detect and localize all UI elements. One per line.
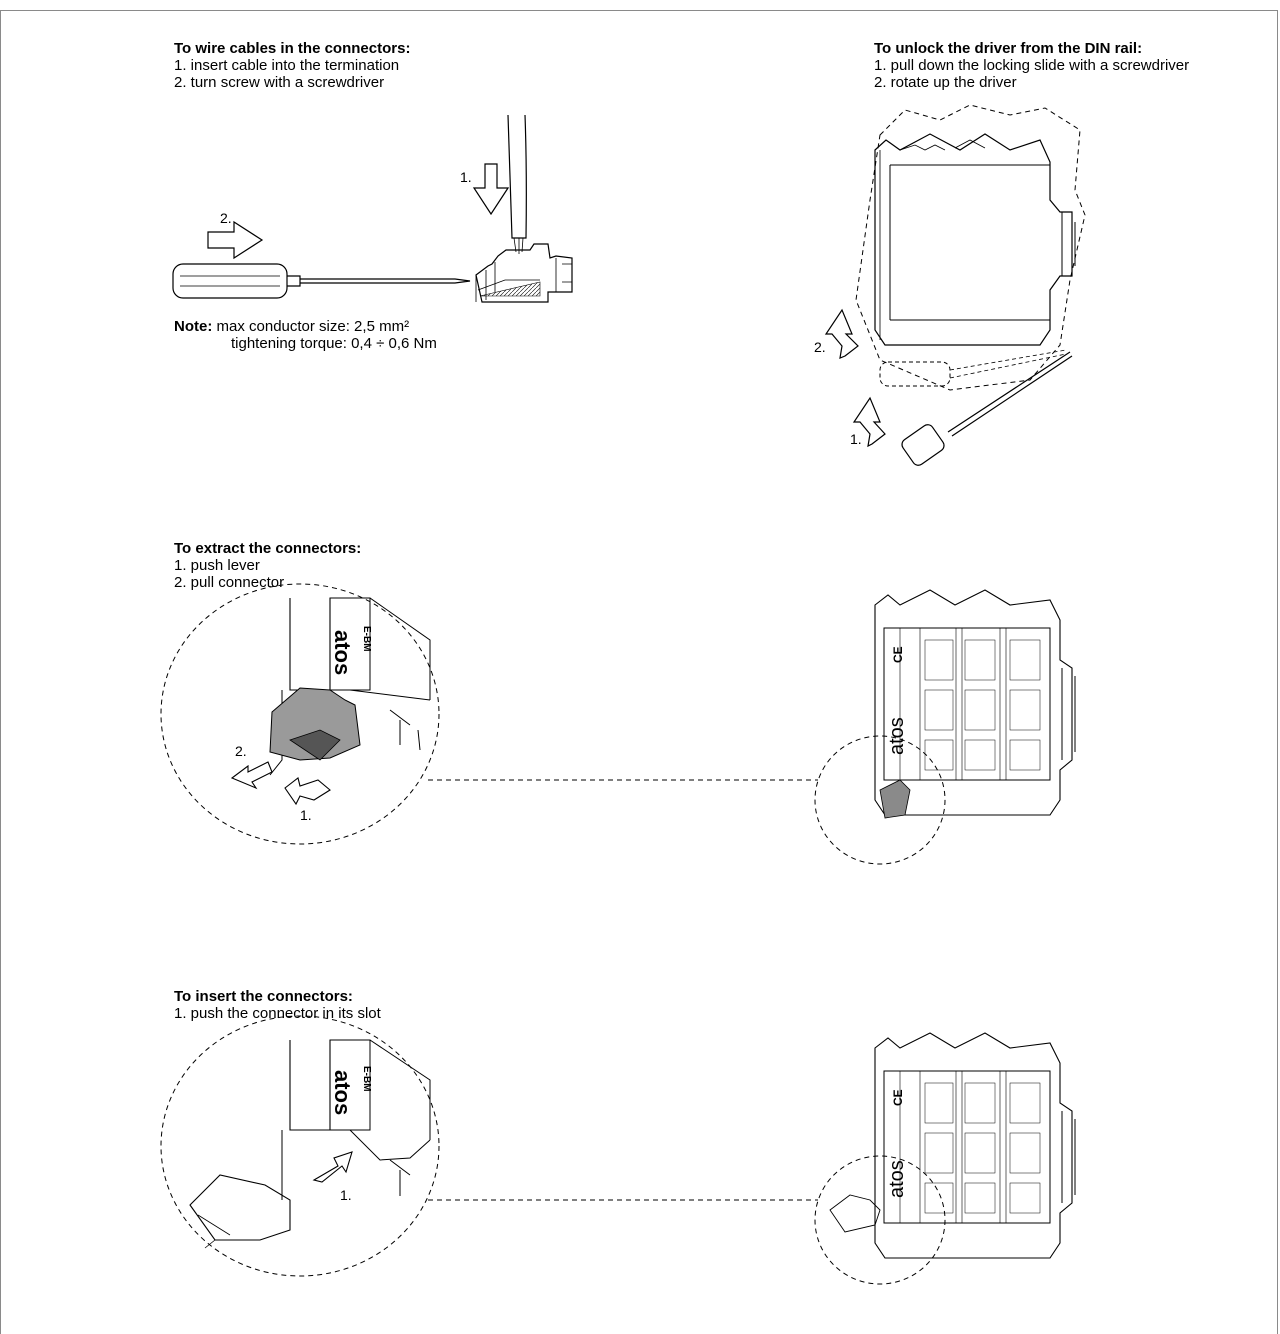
module-brand-top: atos [886, 717, 908, 755]
note-line-2: tightening torque: 0,4 ÷ 0,6 Nm [231, 335, 437, 352]
ce-mark-icon: CE [891, 1089, 905, 1106]
note-line-1: max conductor size: 2,5 mm² [216, 318, 410, 335]
extract-brand: atos [330, 630, 355, 675]
screwdriver-icon [172, 263, 471, 299]
insert-step-1: 1. push the connector in its slot [174, 1005, 381, 1022]
unlock-figure: 2. 1. [814, 104, 1086, 466]
unlock-step-1: 1. pull down the locking slide with a sc… [874, 57, 1190, 74]
wire-arrow-label-2: 2. [220, 210, 232, 226]
page-frame [0, 10, 1278, 1334]
unlock-arrow-label-2: 2. [814, 339, 826, 355]
unlock-arrow-label-1: 1. [850, 431, 862, 447]
extract-arrow-label-2: 2. [235, 743, 247, 759]
svg-text:CE: CE [891, 1089, 905, 1106]
unlock-step-2: 2. rotate up the driver [874, 74, 1017, 91]
extract-arrow-label-1: 1. [300, 807, 312, 823]
insert-brand: atos [330, 1070, 355, 1115]
insert-arrow-label-1: 1. [340, 1187, 352, 1203]
curved-arrow-icon [284, 777, 331, 806]
wire-title: To wire cables in the connectors: [174, 40, 411, 57]
module-figure-top: atos CE [874, 589, 1076, 819]
extract-step-2: 2. pull connector [174, 574, 285, 591]
arrow-right-icon [207, 220, 264, 260]
wire-step-2: 2. turn screw with a screwdriver [174, 74, 385, 91]
wiring-figure: 1. 2. [172, 114, 573, 303]
insert-model: E-BM [361, 1066, 372, 1092]
insert-title: To insert the connectors: [174, 988, 353, 1005]
unlock-instructions: To unlock the driver from the DIN rail: … [874, 40, 1189, 91]
module-brand-bottom: atos [886, 1160, 908, 1198]
note-label: Note: [174, 318, 213, 335]
extract-title: To extract the connectors: [174, 540, 362, 557]
arrow-down-icon [472, 163, 510, 216]
arrow-down-left-icon [230, 761, 273, 790]
wire-step-1: 1. insert cable into the termination [174, 57, 400, 74]
wire-note: Note: max conductor size: 2,5 mm² tighte… [174, 318, 437, 352]
curved-arrow-up-icon [824, 308, 886, 448]
ce-mark-icon: CE [891, 646, 905, 663]
extract-zoom-figure: atos E-BM 2. 1. [160, 583, 946, 865]
extract-model: E-BM [361, 626, 372, 652]
screwdriver-icon [901, 351, 1073, 466]
wire-instructions: To wire cables in the connectors: 1. ins… [174, 40, 410, 91]
extract-instructions: To extract the connectors: 1. push lever… [174, 540, 361, 591]
insert-zoom-figure: atos E-BM 1. [160, 1015, 946, 1285]
extract-step-1: 1. push lever [174, 557, 260, 574]
insert-instructions: To insert the connectors: 1. push the co… [174, 988, 381, 1022]
arrow-up-right-icon [312, 1151, 353, 1183]
svg-text:CE: CE [891, 646, 905, 663]
unlock-title: To unlock the driver from the DIN rail: [874, 40, 1143, 57]
wire-arrow-label-1: 1. [460, 169, 472, 185]
module-figure-bottom: atos CE [874, 1032, 1076, 1259]
